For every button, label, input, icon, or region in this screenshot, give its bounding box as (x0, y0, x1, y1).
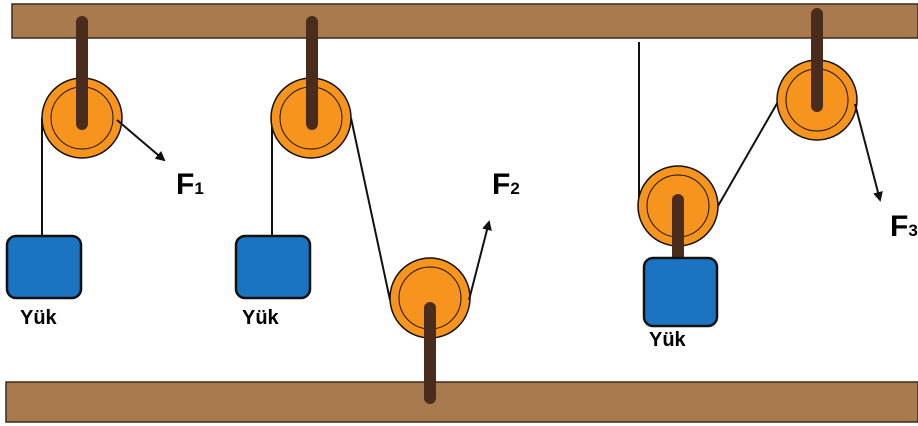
force-arrow-2 (468, 220, 492, 301)
fixed-pulley-1 (41, 16, 123, 159)
system-1: F1 Yük (5, 16, 204, 329)
force-label-2: F2 (492, 168, 520, 201)
load-label-2: Yük (242, 307, 280, 329)
load-label-3: Yük (649, 329, 687, 351)
force-arrow-3 (854, 103, 883, 202)
movable-pulley-3 (637, 165, 719, 270)
load-block-3 (642, 256, 719, 328)
floor-beam (5, 381, 918, 423)
rope-2-span (350, 117, 391, 301)
force-label-1: F1 (176, 168, 204, 201)
system-3: F3 Yük (637, 8, 918, 351)
system-2: F2 Yük (234, 16, 520, 404)
load-block-2 (234, 234, 312, 300)
force-arrow-1 (116, 119, 166, 162)
load-label-1: Yük (20, 307, 58, 329)
force-label-3: F3 (890, 210, 918, 243)
fixed-pulley-3 (776, 8, 858, 141)
ceiling-beam (11, 3, 918, 39)
fixed-pulley-2 (270, 16, 352, 159)
load-block-1 (5, 234, 83, 300)
floor-pulley-2 (389, 257, 471, 404)
rope-3-span (717, 99, 780, 207)
